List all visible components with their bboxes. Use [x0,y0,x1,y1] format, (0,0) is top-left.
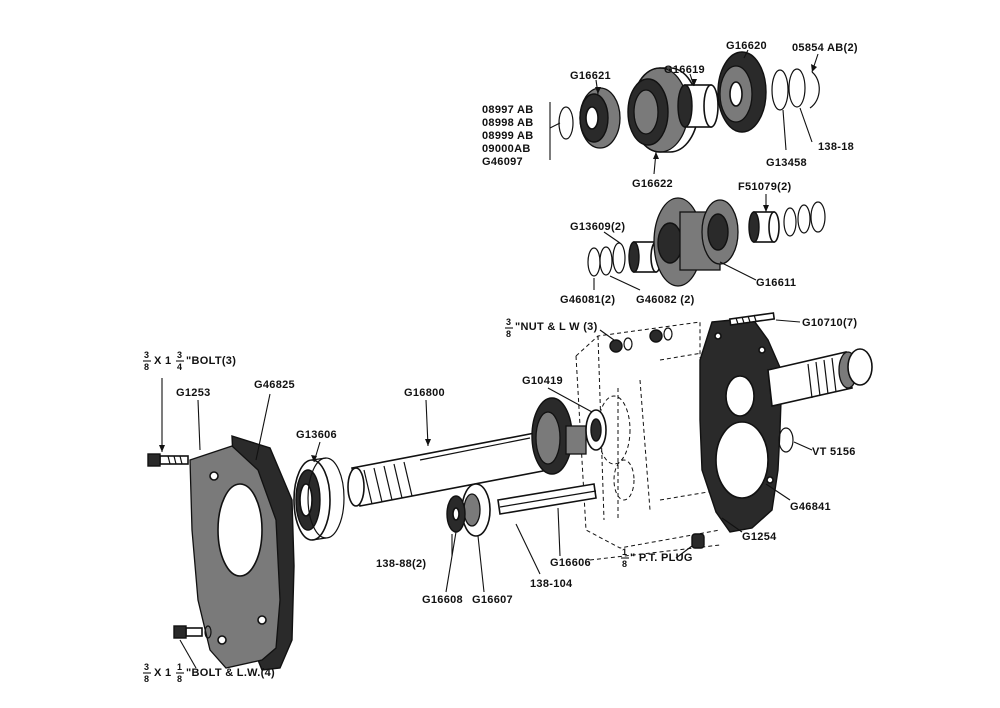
washer-g13458 [771,69,789,111]
label-vt5156: VT 5156 [812,446,856,458]
label-g16620: G16620 [726,40,767,52]
label-g46097: G46097 [482,156,523,168]
washer-g46082 [599,246,613,276]
washer-g46081 [587,247,601,277]
label-nut-denominator: 8 [506,329,511,339]
label-bolt1-text: "BOLT(3) [186,355,236,367]
pipe-plug [691,533,705,549]
label-bolt1-x: X 1 [154,355,171,367]
label-g16621: G16621 [570,70,611,82]
label-plug-num: 1 [622,547,627,557]
label-09000: 09000AB [482,143,531,155]
part-labels: G16621 G16619 G16620 05854 AB(2) 08997 A… [143,40,858,684]
mainshaft-output-spline [767,348,873,407]
label-g13609: G13609(2) [570,221,625,233]
label-f51079: F51079(2) [738,181,791,193]
label-nut-numerator: 3 [506,317,511,327]
bearing-g16619 [677,84,719,128]
bearing-outer-ring [788,68,806,108]
label-bolt1-num: 3 [144,350,149,360]
label-g16800: G16800 [404,387,445,399]
label-g13458: G13458 [766,157,807,169]
label-bolt2-num: 3 [144,662,149,672]
arrowheads [159,64,817,462]
label-bolt2-frac-den: 8 [177,674,182,684]
bolt-lw-3-8-x-1-1-8 [173,625,212,639]
label-plug-den: 8 [622,559,627,569]
label-08997: 08997 AB [482,104,534,116]
label-g46082: G46082 (2) [636,294,695,306]
countershaft-g16606 [497,483,597,515]
label-138-104: 138-104 [530,578,573,590]
input-shaft-g16800 [347,397,607,507]
label-g16607: G16607 [472,594,513,606]
label-g1253: G1253 [176,387,211,399]
label-g16608: G16608 [422,594,463,606]
label-138-88: 138-88(2) [376,558,426,570]
label-g10710: G10710(7) [802,317,857,329]
label-bolt2-x: X 1 [154,667,171,679]
bearing-g13606 [293,457,345,541]
label-bolt1-frac-num: 3 [177,350,182,360]
cluster-gear-g16611 [653,197,739,287]
label-g16622: G16622 [632,178,673,190]
countergear-cluster [587,197,826,287]
label-g16606: G16606 [550,557,591,569]
label-bolt1-den: 8 [144,362,149,372]
gear-g16621 [579,87,621,149]
label-bolt1-frac-den: 4 [177,362,182,372]
idler-gear-g16607 [461,483,491,537]
label-bolt2-text: "BOLT & L.W.(4) [186,667,275,679]
gear-g16620 [717,51,767,133]
washer-right-2 [797,204,811,234]
label-g13606: G13606 [296,429,337,441]
label-nut-text: "NUT & L W (3) [515,321,598,333]
label-g1254: G1254 [742,531,777,543]
snap-ring-right [809,71,820,109]
label-g10419: G10419 [522,375,563,387]
nut-lw-3-8 [609,327,673,353]
label-bolt2-den: 8 [144,674,149,684]
washer-g13609 [612,242,626,274]
label-plug-text: " P.T. PLUG [630,552,693,564]
stud-g10710 [728,312,776,326]
washer-right-1 [783,207,797,237]
label-g16611: G16611 [756,277,796,289]
seal-vt5156 [778,427,794,453]
front-cover-g1253 [189,435,295,671]
mainshaft-gear-cluster [558,51,820,153]
label-08999: 08999 AB [482,130,534,142]
label-05854: 05854 AB(2) [792,42,858,54]
label-08998: 08998 AB [482,117,534,129]
label-138-18: 138-18 [818,141,854,153]
thrust-washer-g16608 [446,495,466,533]
label-g46081: G46081(2) [560,294,615,306]
label-bolt2-frac-num: 1 [177,662,182,672]
rear-plate-gasket [699,317,783,533]
label-g16619: G16619 [664,64,705,76]
bolt-3-8-x-1-3-4 [147,453,189,467]
label-g46841: G46841 [790,501,831,513]
snap-ring-left [558,106,574,140]
needle-bearing-f51079 [748,211,780,243]
washer-right-3 [810,201,826,233]
label-g46825: G46825 [254,379,295,391]
